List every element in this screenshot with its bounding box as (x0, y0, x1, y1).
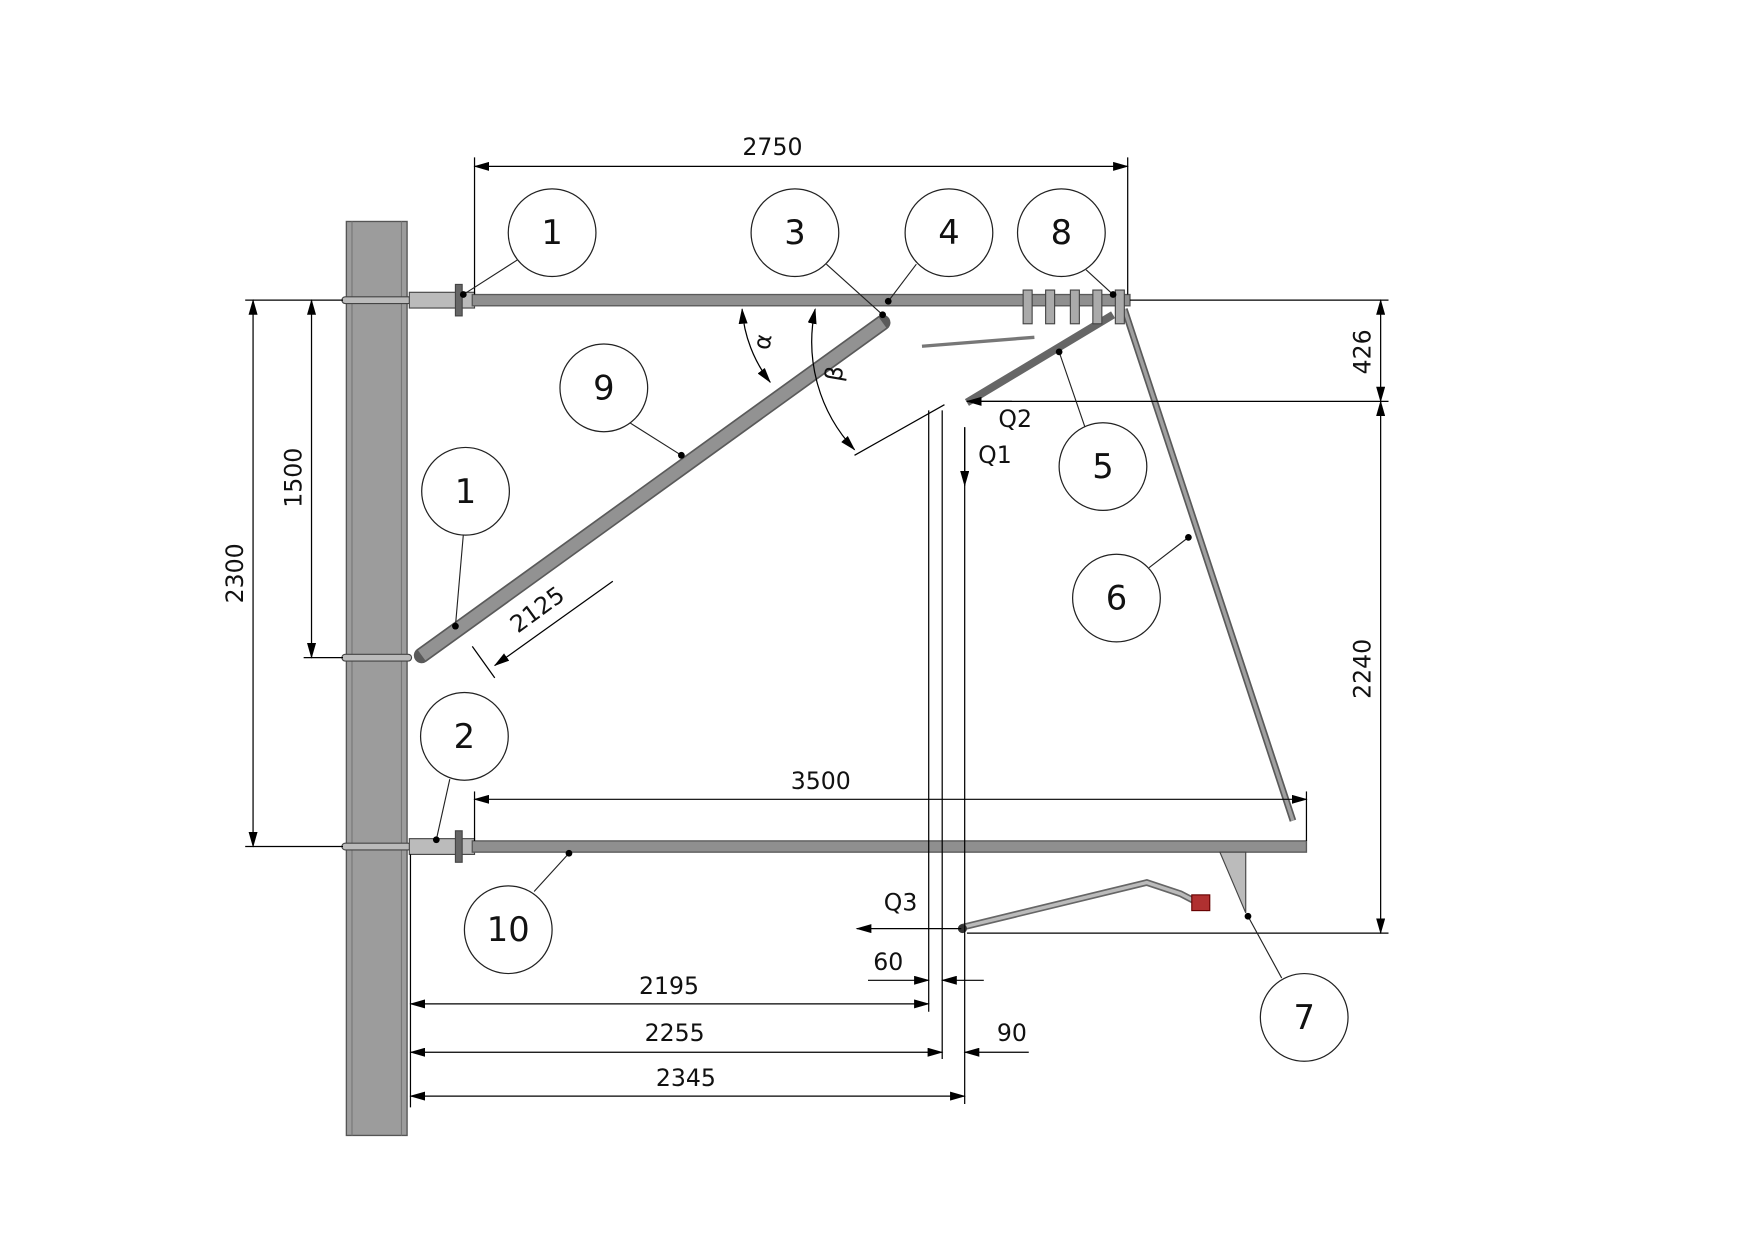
svg-text:8: 8 (1051, 213, 1072, 252)
balloon-1-top: 1 (507, 188, 597, 278)
balloon-8: 8 (1016, 188, 1106, 278)
svg-text:4: 4 (938, 213, 959, 252)
svg-text:9: 9 (593, 368, 614, 407)
svg-text:7: 7 (1293, 998, 1314, 1037)
svg-text:1: 1 (541, 213, 562, 252)
balloon-5: 5 (1058, 422, 1148, 512)
dim-2750: 2750 (742, 133, 802, 161)
dim-2255: 2255 (645, 1019, 705, 1047)
dim-1500: 1500 (279, 448, 307, 508)
svg-text:2: 2 (454, 717, 475, 756)
balloon-6: 6 (1071, 553, 1161, 643)
balloon-1-diag: 1 (421, 446, 511, 536)
diagonal-brace (413, 314, 891, 664)
angle-beta: β (819, 364, 849, 384)
dim-60: 60 (873, 948, 903, 976)
dim-2345: 2345 (656, 1064, 716, 1092)
balloon-7: 7 (1259, 972, 1349, 1062)
svg-text:1: 1 (455, 472, 476, 511)
mast-clamps (341, 283, 476, 863)
dim-426: 426 (1349, 329, 1377, 374)
balloon-4: 4 (904, 188, 994, 278)
dim-3500: 3500 (791, 767, 851, 795)
balloon-3: 3 (750, 188, 840, 278)
steady-arm (957, 851, 1247, 934)
svg-text:5: 5 (1092, 447, 1113, 486)
dimension-lines (245, 157, 1389, 1108)
balloon-9: 9 (559, 343, 649, 433)
force-q2: Q2 (998, 405, 1032, 433)
dim-2195: 2195 (639, 972, 699, 1000)
dim-2240: 2240 (1349, 639, 1377, 699)
insulator-assembly (921, 289, 1125, 406)
balloon-2: 2 (419, 691, 509, 781)
balloon-leaders (432, 258, 1283, 979)
force-q3: Q3 (884, 889, 918, 917)
svg-text:3: 3 (784, 213, 805, 252)
angle-alpha: α (747, 332, 777, 352)
force-q1: Q1 (978, 441, 1012, 469)
tie-rod (1121, 308, 1297, 822)
svg-text:10: 10 (487, 910, 530, 949)
balloon-10: 10 (463, 885, 553, 975)
dim-90: 90 (997, 1019, 1027, 1047)
lower-tube (471, 840, 1308, 853)
mast (345, 220, 408, 1137)
svg-text:6: 6 (1106, 579, 1127, 618)
dim-2300: 2300 (221, 543, 249, 603)
force-arrows (855, 396, 1012, 934)
